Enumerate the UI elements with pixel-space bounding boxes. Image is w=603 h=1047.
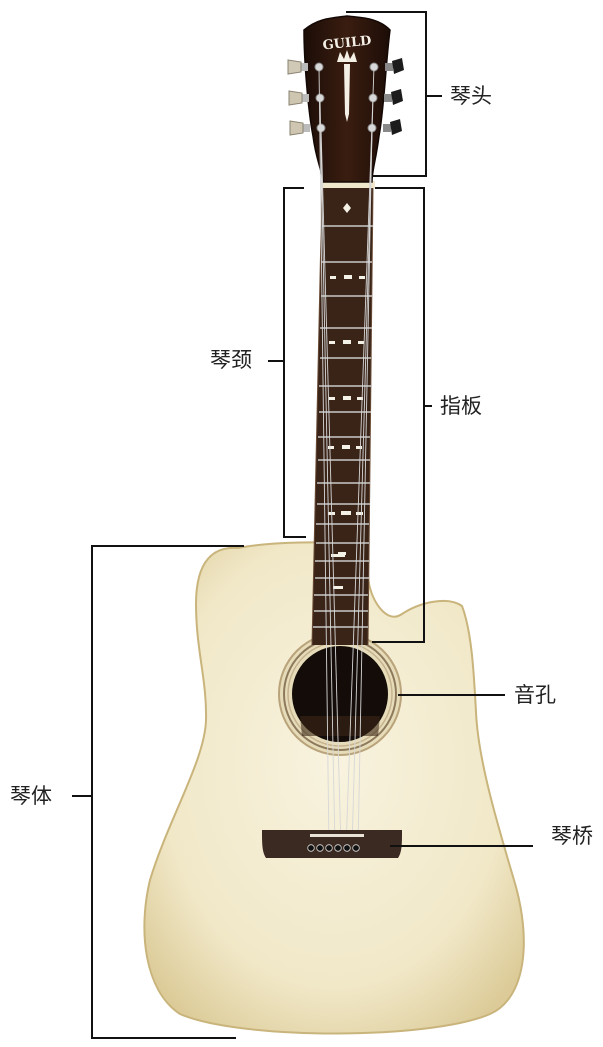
label-headstock: 琴头 bbox=[450, 84, 492, 108]
leader-lines bbox=[72, 11, 533, 1039]
bridge bbox=[262, 830, 402, 858]
body-bracket bbox=[91, 545, 244, 1039]
label-body: 琴体 bbox=[10, 784, 52, 808]
strings bbox=[318, 66, 375, 849]
label-fretboard: 指板 bbox=[440, 394, 482, 418]
bridge-pins bbox=[307, 844, 360, 852]
fretboard-bracket bbox=[372, 187, 425, 643]
headstock-bracket bbox=[346, 11, 427, 177]
tuning-keys-left bbox=[287, 59, 310, 136]
headstock-crown-icon bbox=[337, 50, 357, 62]
tuning-keys-right bbox=[383, 58, 404, 135]
nut bbox=[320, 181, 375, 188]
label-soundhole: 音孔 bbox=[514, 683, 556, 707]
neck-bracket bbox=[283, 187, 306, 538]
headstock-logo: GUILD bbox=[322, 33, 372, 53]
label-neck: 琴颈 bbox=[210, 348, 252, 372]
label-bridge: 琴桥 bbox=[551, 824, 593, 848]
